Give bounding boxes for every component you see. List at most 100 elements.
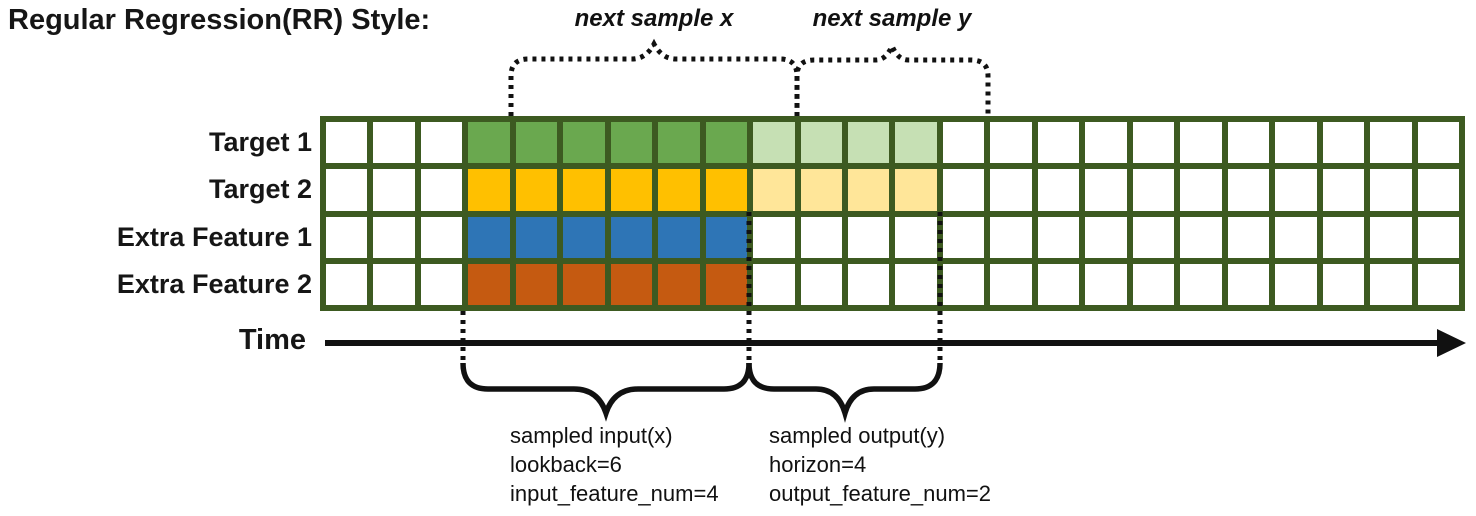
grid-cell <box>563 263 605 305</box>
grid-cell <box>1085 169 1127 211</box>
grid-cell <box>895 263 937 305</box>
sampled-input-caption: sampled input(x) lookback=6 input_featur… <box>510 421 719 508</box>
grid-cell <box>420 122 463 164</box>
grid-cell <box>942 169 985 211</box>
grid-cell <box>610 169 653 211</box>
grid-cell <box>1417 169 1459 211</box>
grid-cell <box>848 263 890 305</box>
grid-cell <box>1370 263 1412 305</box>
grid-cell <box>1180 169 1222 211</box>
grid-cell <box>1180 263 1222 305</box>
grid-cell <box>326 263 368 305</box>
grid-cell <box>1037 122 1080 164</box>
row-label-target-2: Target 2 <box>208 174 312 205</box>
grid-cell <box>848 216 890 258</box>
sampled-output-caption: sampled output(y) horizon=4 output_featu… <box>769 421 991 508</box>
grid-cell <box>895 216 937 258</box>
grid-cell <box>990 122 1032 164</box>
grid-cell <box>800 169 843 211</box>
grid-cell <box>610 216 653 258</box>
row-label-target-1: Target 1 <box>208 127 312 158</box>
horizon-line: horizon=4 <box>769 452 867 477</box>
next-sample-x-label: next sample x <box>574 5 734 32</box>
grid-cell <box>1180 122 1222 164</box>
grid-cell <box>1180 216 1222 258</box>
grid-cell <box>942 122 985 164</box>
grid-cell <box>753 263 795 305</box>
grid-cell <box>1370 216 1412 258</box>
sample-grid <box>320 116 1465 311</box>
time-axis-label: Time <box>238 324 306 356</box>
output-feature-line: output_feature_num=2 <box>769 481 992 506</box>
grid-cell <box>1322 169 1365 211</box>
row-labels: Target 1 Target 2 Extra Feature 1 Extra … <box>0 116 312 311</box>
grid-cell <box>990 263 1032 305</box>
grid-cell <box>326 122 368 164</box>
grid-cell <box>895 122 937 164</box>
grid-cell <box>753 216 795 258</box>
grid-cell <box>1037 169 1080 211</box>
input-feature-line: input_feature_num=4 <box>510 481 719 506</box>
grid-cell <box>1417 216 1459 258</box>
lookback-line: lookback=6 <box>510 452 622 477</box>
grid-cell <box>1370 122 1412 164</box>
grid-cell <box>373 263 415 305</box>
grid-cell <box>1132 263 1175 305</box>
grid-cell <box>1322 216 1365 258</box>
grid-cell <box>1417 122 1459 164</box>
grid-cell <box>942 263 985 305</box>
next-sample-y-label: next sample y <box>812 5 972 32</box>
grid-cell <box>468 216 510 258</box>
grid-cell <box>373 122 415 164</box>
grid-cell <box>515 216 558 258</box>
time-arrowhead-icon <box>1437 329 1466 357</box>
sampled-input-line: sampled input(x) <box>510 423 673 448</box>
grid-cell <box>1322 263 1365 305</box>
grid-cell <box>658 169 700 211</box>
grid-cell <box>1370 169 1412 211</box>
grid-cell <box>515 263 558 305</box>
grid-cell <box>1132 169 1175 211</box>
grid-cell <box>468 263 510 305</box>
sampled-output-underbrace <box>746 362 943 423</box>
grid-cell <box>705 122 748 164</box>
grid-cell <box>1085 263 1127 305</box>
row-label-extra-feature-2: Extra Feature 2 <box>116 268 312 299</box>
grid-cell <box>800 122 843 164</box>
grid-cell <box>990 216 1032 258</box>
grid-cell <box>942 216 985 258</box>
grid-cell <box>705 263 748 305</box>
grid-cell <box>1037 216 1080 258</box>
grid-cell <box>658 122 700 164</box>
grid-cell <box>420 169 463 211</box>
grid-cell <box>420 263 463 305</box>
grid-cell <box>800 216 843 258</box>
grid-cell <box>563 122 605 164</box>
sampled-output-line: sampled output(y) <box>769 423 946 448</box>
grid-cell <box>1085 122 1127 164</box>
grid-cell <box>563 169 605 211</box>
diagram-title: Regular Regression(RR) Style: <box>8 4 431 36</box>
grid-cell <box>1275 216 1317 258</box>
row-label-extra-feature-1: Extra Feature 1 <box>116 221 312 252</box>
grid-cell <box>468 169 510 211</box>
grid-cell <box>420 216 463 258</box>
grid-cell <box>1275 169 1317 211</box>
grid-cell <box>705 169 748 211</box>
grid-cell <box>895 169 937 211</box>
grid-cell <box>515 169 558 211</box>
grid-cell <box>610 263 653 305</box>
grid-cell <box>373 216 415 258</box>
grid-cell <box>1227 169 1270 211</box>
grid-cell <box>1037 263 1080 305</box>
sampled-input-underbrace <box>460 362 752 422</box>
grid-cell <box>1227 122 1270 164</box>
next-sample-x-brace <box>508 38 800 116</box>
grid-cell <box>848 169 890 211</box>
grid-cell <box>373 169 415 211</box>
grid-cell <box>1227 216 1270 258</box>
grid-cell <box>1085 216 1127 258</box>
grid-cell <box>800 263 843 305</box>
grid-cell <box>1132 122 1175 164</box>
